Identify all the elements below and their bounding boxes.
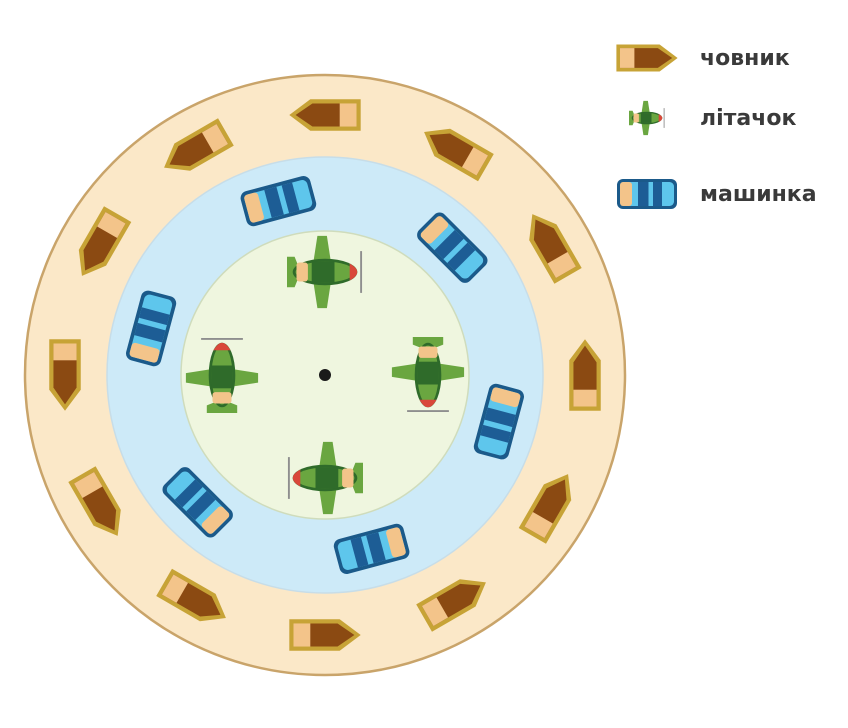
legend-label-plane: літачок bbox=[700, 105, 797, 131]
legend-item-boat: човник bbox=[612, 40, 790, 76]
legend-item-car: машинка bbox=[612, 176, 817, 212]
legend-label-boat: човник bbox=[700, 45, 790, 71]
boat-icon bbox=[616, 44, 678, 72]
center-point bbox=[319, 369, 331, 381]
car-icon bbox=[617, 179, 677, 209]
plane-icon bbox=[628, 100, 665, 136]
legend-label-car: машинка bbox=[700, 181, 817, 207]
legend-item-plane: літачок bbox=[612, 100, 796, 136]
